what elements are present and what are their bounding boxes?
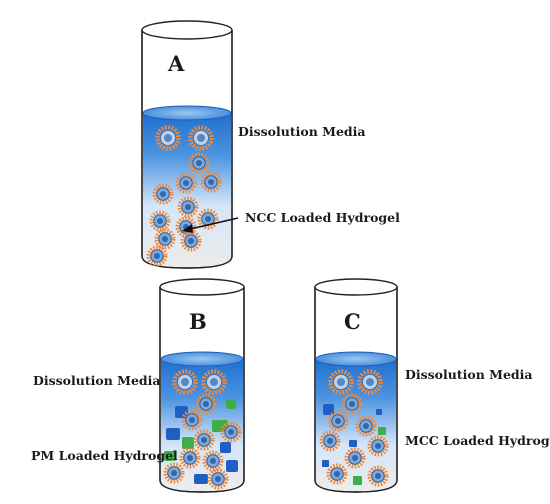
- square-c-3: [378, 427, 386, 435]
- panel-a-media-label: Dissolution Media: [238, 124, 366, 139]
- square-b-8: [226, 460, 238, 472]
- panel-b-hydrogel-label: PM Loaded Hydrogel: [31, 448, 178, 463]
- panel-c-hydrogel-label: MCC Loaded Hydrogel: [405, 433, 550, 448]
- square-c-2: [376, 409, 382, 415]
- panel-b-letter: B: [189, 309, 207, 334]
- square-c-5: [322, 460, 329, 467]
- square-b-9: [194, 474, 208, 484]
- square-b-5: [182, 437, 194, 449]
- square-b-3: [212, 420, 228, 432]
- square-c-4: [349, 440, 357, 447]
- ncc-arrow: [182, 217, 239, 233]
- tube-c: [314, 278, 398, 493]
- tube-b: [159, 278, 245, 493]
- particle-a-1: [158, 128, 179, 149]
- particle-b-2: [204, 372, 225, 393]
- square-b-7: [164, 451, 176, 461]
- square-b-4: [166, 428, 180, 440]
- particle-c-2: [360, 372, 381, 393]
- tube-a: [141, 20, 233, 269]
- panel-a-hydrogel-label: NCC Loaded Hydrogel: [245, 210, 400, 225]
- square-c-6: [353, 476, 362, 485]
- panel-c-media-label: Dissolution Media: [405, 367, 533, 382]
- square-c-1: [323, 404, 334, 415]
- particle-b-1: [175, 372, 196, 393]
- panel-a-letter: A: [168, 51, 185, 76]
- particle-a-2: [191, 128, 212, 149]
- panel-b-media-label: Dissolution Media: [33, 373, 161, 388]
- particle-c-1: [331, 372, 352, 393]
- square-b-6: [220, 442, 231, 453]
- square-b-2: [226, 399, 236, 409]
- square-b-1: [175, 406, 188, 418]
- panel-c-letter: C: [344, 309, 361, 334]
